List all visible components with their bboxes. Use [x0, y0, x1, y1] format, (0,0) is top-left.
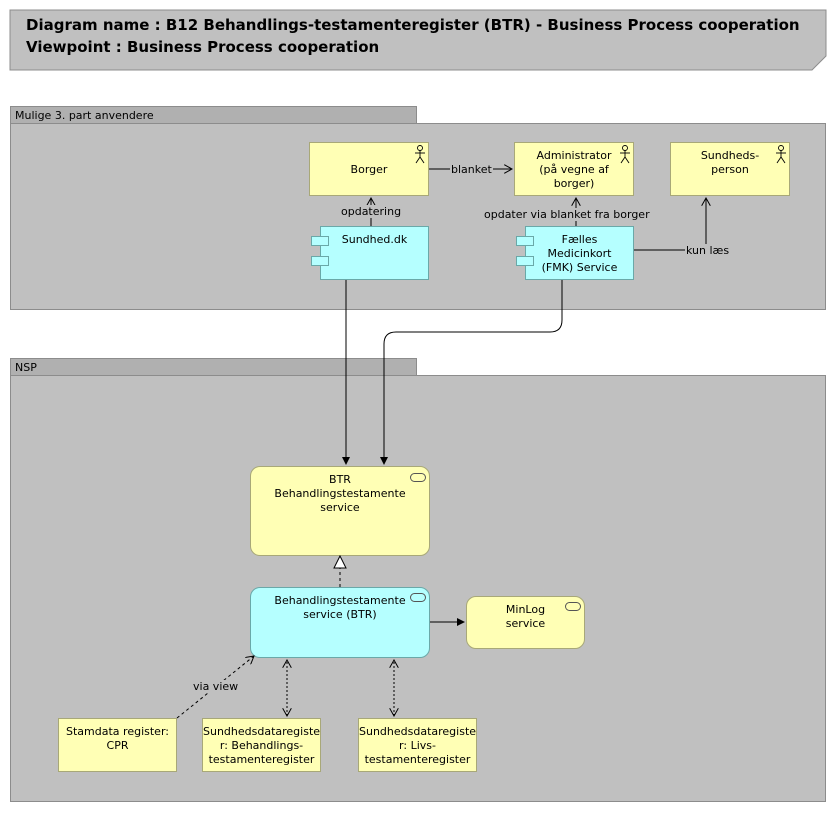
- component-tabs-icon: [516, 236, 534, 246]
- data-sdr-behandling[interactable]: Sundhedsdataregiste r: Behandlings- test…: [202, 718, 321, 772]
- diagram-name: Diagram name : B12 Behandlings-testament…: [26, 16, 800, 34]
- label-kun-laes: kun læs: [685, 244, 731, 257]
- title-banner: Diagram name : B12 Behandlings-testament…: [10, 10, 826, 70]
- label-blanket: blanket: [450, 163, 493, 176]
- service-minlog-label: MinLog service: [505, 603, 546, 630]
- label-opdater-via: opdater via blanket fra borger: [483, 208, 651, 221]
- stick-figure-icon: [415, 145, 425, 164]
- stick-figure-icon: [620, 145, 630, 164]
- business-service-btr[interactable]: BTR Behandlingstestamente service: [250, 466, 430, 556]
- component-tabs-icon: [516, 256, 534, 266]
- rounded-pill-icon: [410, 593, 426, 602]
- actor-sundhedsperson-label: Sundheds- person: [700, 149, 760, 176]
- data-sdr-livs-label: Sundhedsdataregiste r: Livs- testamenter…: [359, 725, 477, 766]
- label-via-view: via view: [192, 680, 240, 693]
- rounded-pill-icon: [565, 602, 581, 611]
- data-stamdata-cpr-label: Stamdata register: CPR: [66, 725, 169, 752]
- group-tab-third-party: Mulige 3. part anvendere: [10, 106, 417, 124]
- actor-administrator-label: Administrator (på vegne af borger): [536, 149, 612, 190]
- data-sdr-livs[interactable]: Sundhedsdataregiste r: Livs- testamenter…: [358, 718, 477, 772]
- component-sundhed-dk-label: Sundhed.dk: [341, 233, 408, 246]
- actor-borger[interactable]: Borger: [309, 142, 429, 196]
- title-banner-shape: [9, 9, 827, 71]
- application-service-btr-label: Behandlingstestamente service (BTR): [274, 594, 406, 621]
- rounded-pill-icon: [410, 473, 426, 482]
- component-fmk[interactable]: Fælles Medicinkort (FMK) Service: [525, 226, 634, 280]
- actor-administrator[interactable]: Administrator (på vegne af borger): [514, 142, 634, 196]
- data-sdr-behandling-label: Sundhedsdataregiste r: Behandlings- test…: [203, 725, 321, 766]
- application-service-btr[interactable]: Behandlingstestamente service (BTR): [250, 587, 430, 658]
- component-tabs-icon: [311, 236, 329, 246]
- actor-borger-label: Borger: [350, 163, 388, 176]
- actor-sundhedsperson[interactable]: Sundheds- person: [670, 142, 790, 196]
- component-sundhed-dk[interactable]: Sundhed.dk: [320, 226, 429, 280]
- component-tabs-icon: [311, 256, 329, 266]
- group-tab-nsp: NSP: [10, 358, 417, 376]
- label-opdatering: opdatering: [340, 205, 403, 218]
- data-stamdata-cpr[interactable]: Stamdata register: CPR: [58, 718, 177, 772]
- component-fmk-label: Fælles Medicinkort (FMK) Service: [541, 233, 618, 274]
- viewpoint: Viewpoint : Business Process cooperation: [26, 38, 380, 56]
- business-service-btr-label: BTR Behandlingstestamente service: [274, 473, 406, 514]
- stick-figure-icon: [776, 145, 786, 164]
